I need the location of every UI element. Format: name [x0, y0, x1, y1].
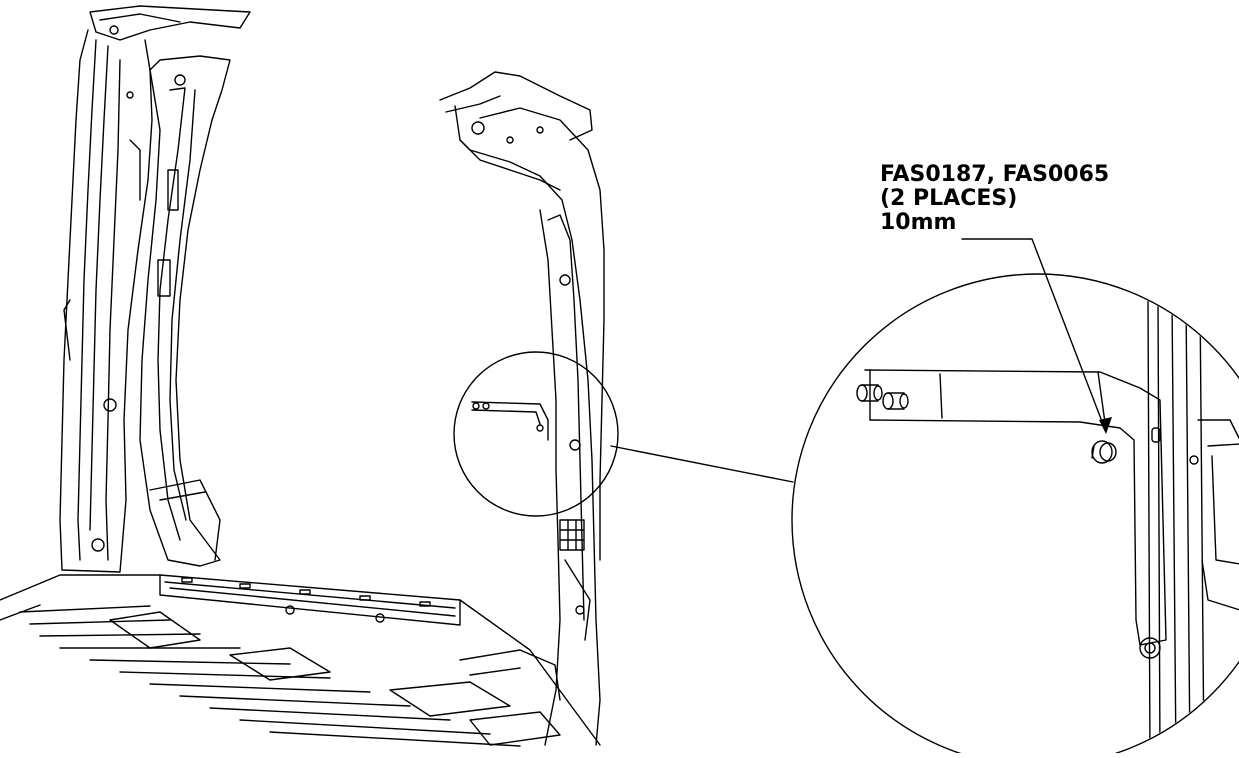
callout-leader-line	[961, 238, 1107, 433]
right-pillar	[439, 71, 605, 746]
callout-arrowhead	[1099, 417, 1112, 434]
fastener-callout: FAS0187, FAS0065 (2 PLACES) 10mm	[880, 163, 1109, 235]
enlarged-detail-content	[856, 299, 1239, 758]
small-bracket	[471, 401, 549, 441]
callout-places: (2 PLACES)	[880, 186, 1018, 211]
enlarged-detail-circle	[791, 273, 1239, 758]
detail-marker-circle	[453, 351, 619, 517]
callout-part-numbers: FAS0187, FAS0065	[880, 162, 1110, 187]
left-pillar	[59, 5, 251, 573]
detail-leader-line	[610, 445, 794, 483]
callout-socket-size: 10mm	[880, 210, 957, 235]
floor-panel	[0, 574, 601, 747]
